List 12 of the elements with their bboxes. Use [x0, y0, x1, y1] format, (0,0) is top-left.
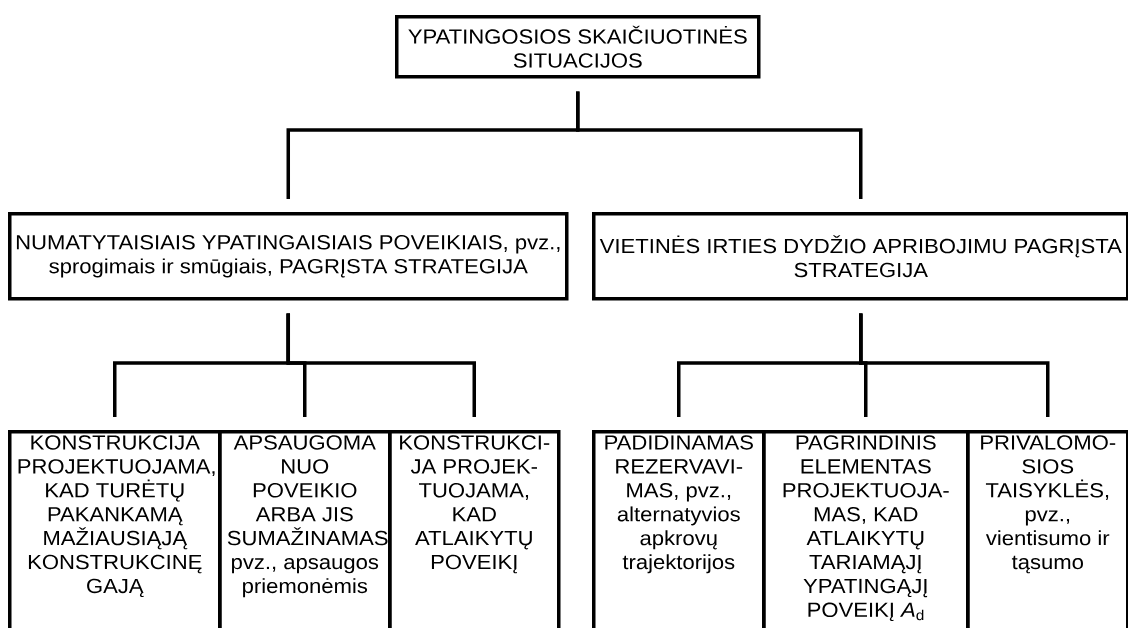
step-box: PADIDINAMAS REZERVAVI- MAS, pvz., alternatyvios apkrovų trajektorijos [592, 430, 766, 628]
step-box: KONSTRUKCIJA PROJEKTUOJAMA, KAD TURĖTŲ PAKANKAMĄ MAŽIAUSIĄJĄ KONSTRUKCINĘ GAJĄ [8, 430, 222, 628]
category-box: VIETINĖS IRTIES DYDŽIO APRIBOJIMU PAGRĮSTA STRATEGIJA [592, 212, 1128, 301]
connector-line [576, 91, 863, 199]
category-box: NUMATYTAISIAIS YPATINGAISIAIS POVEIKIAIS, pvz., sprogimais ir smūgiais, PAGRĮSTA STRATEGIJA [8, 212, 569, 301]
step-box: PRIVALOMO- SIOS TAISYKLĖS, pvz., vientisumo ir tąsumo [966, 430, 1128, 628]
step-box: PAGRINDINIS ELEMENTAS PROJEKTUOJA- MAS, KAD ATLAIKYTŲ TARIAMĄJĮ YPATINGĄJĮ POVEIKĮ A$_{d}$ [762, 430, 970, 628]
step-box: APSAUGOMA NUO POVEIKIO ARBA JIS SUMAŽINAMAS pvz., apsaugos priemonėmis [218, 430, 392, 628]
root-box: YPATINGOSIOS SKAIČIUOTINĖS SITUACIJOS [395, 15, 761, 79]
step-box: KONSTRUKCI- JA PROJEK- TUOJAMA, KAD ATLAIKYTŲ POVEIKĮ [388, 430, 561, 628]
connector-line [859, 313, 1050, 417]
connector-line [286, 313, 476, 417]
